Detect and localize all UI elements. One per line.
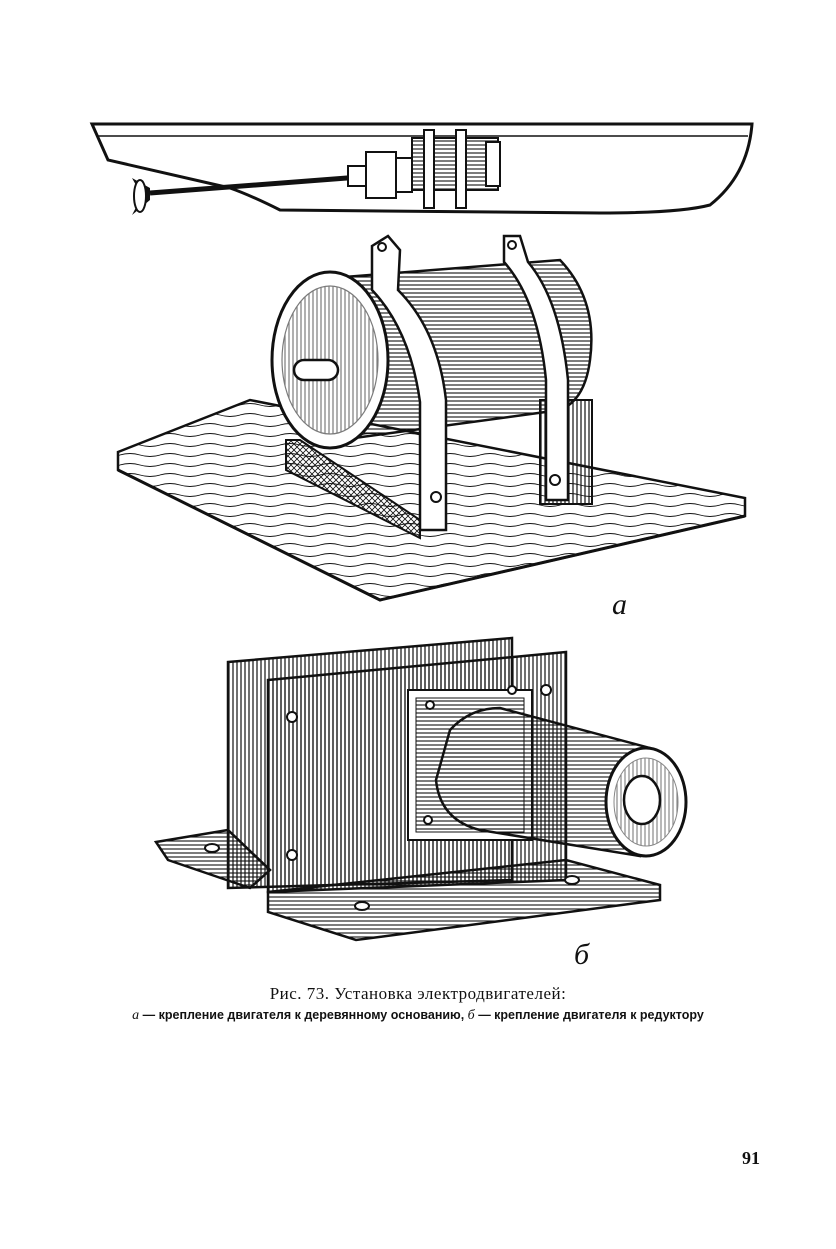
figure-b-label: б (574, 938, 590, 971)
caption-b-marker: б (467, 1008, 475, 1023)
caption-a-text: — крепление двигателя к деревянному осно… (139, 1008, 468, 1022)
motor-to-gearbox-drawing (153, 636, 688, 942)
motor-on-wooden-base-drawing (116, 234, 747, 602)
caption-b-text: — крепление двигателя к редуктору (474, 1008, 704, 1022)
figure-caption-legend: а — крепление двигателя к деревянному ос… (0, 1008, 836, 1024)
boat-hull-drawing (89, 122, 754, 215)
figure-a-label: а (612, 588, 627, 621)
page-number: 91 (742, 1148, 760, 1168)
caption-a-marker: а (132, 1008, 140, 1023)
figure-caption-title: Рис. 73. Установка электродвигателей: (269, 984, 567, 1003)
